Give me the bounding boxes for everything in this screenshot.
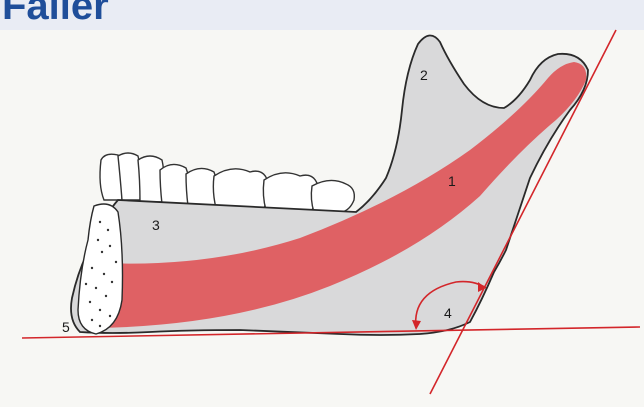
label-1: 1 [448,173,456,189]
label-4: 4 [444,305,452,321]
label-2: 2 [420,67,428,83]
label-3: 3 [152,217,160,233]
label-5: 5 [62,319,70,335]
molar-2 [263,173,318,210]
molar-3 [311,180,354,212]
tooth-2 [118,153,141,200]
molar-1 [213,169,268,208]
tooth-4 [160,164,190,204]
